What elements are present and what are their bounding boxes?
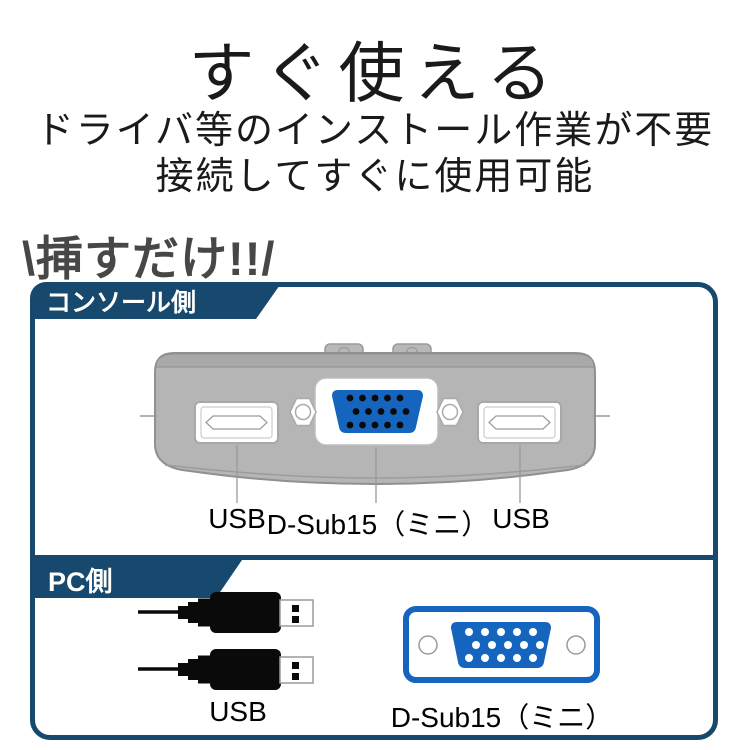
screw-hole-right: [566, 635, 586, 655]
leader-lines: [236, 445, 521, 503]
page-title: すぐ使える: [188, 36, 562, 110]
device-top-edge: [155, 353, 595, 368]
dsub-d-shape: [451, 622, 551, 668]
subtitle: ドライバ等のインストール作業が不要 接続してすぐに使用可能: [0, 108, 750, 201]
console-usb-left-label: USB: [208, 503, 266, 534]
vga-pins: [346, 394, 410, 429]
pc-dsub-label: D-Sub15（ミニ）: [390, 702, 614, 733]
screw-hole-left: [418, 635, 438, 655]
plug-in-callout: \挿すだけ!!/: [22, 232, 276, 285]
usb-port-right-icon: [477, 401, 562, 444]
subtitle-line-2: 接続してすぐに使用可能: [155, 156, 595, 199]
pc-side-banner: PC側: [30, 560, 242, 598]
dsub-pins: [465, 628, 544, 662]
console-dsub-label: D-Sub15（ミニ）: [266, 509, 490, 540]
subtitle-line-1: ドライバ等のインストール作業が不要: [35, 110, 715, 152]
pc-side-heading: PC側: [48, 566, 113, 597]
section-divider: [35, 555, 713, 560]
usb-plug-icon: [138, 592, 314, 633]
device-bottom-seam: [164, 464, 586, 479]
usb-port-left-icon: [194, 401, 279, 444]
dsub-connector-illustration: [403, 606, 600, 683]
console-side-heading: コンソール側: [46, 288, 197, 317]
console-side-banner: コンソール側: [30, 282, 282, 319]
kvm-device-illustration: [140, 343, 610, 503]
usb-plug-icon: [138, 649, 314, 690]
usb-plugs-illustration: [138, 592, 314, 690]
console-usb-right-label: USB: [492, 503, 550, 534]
vga-port-icon: [289, 377, 464, 446]
pc-usb-label: USB: [209, 696, 267, 727]
